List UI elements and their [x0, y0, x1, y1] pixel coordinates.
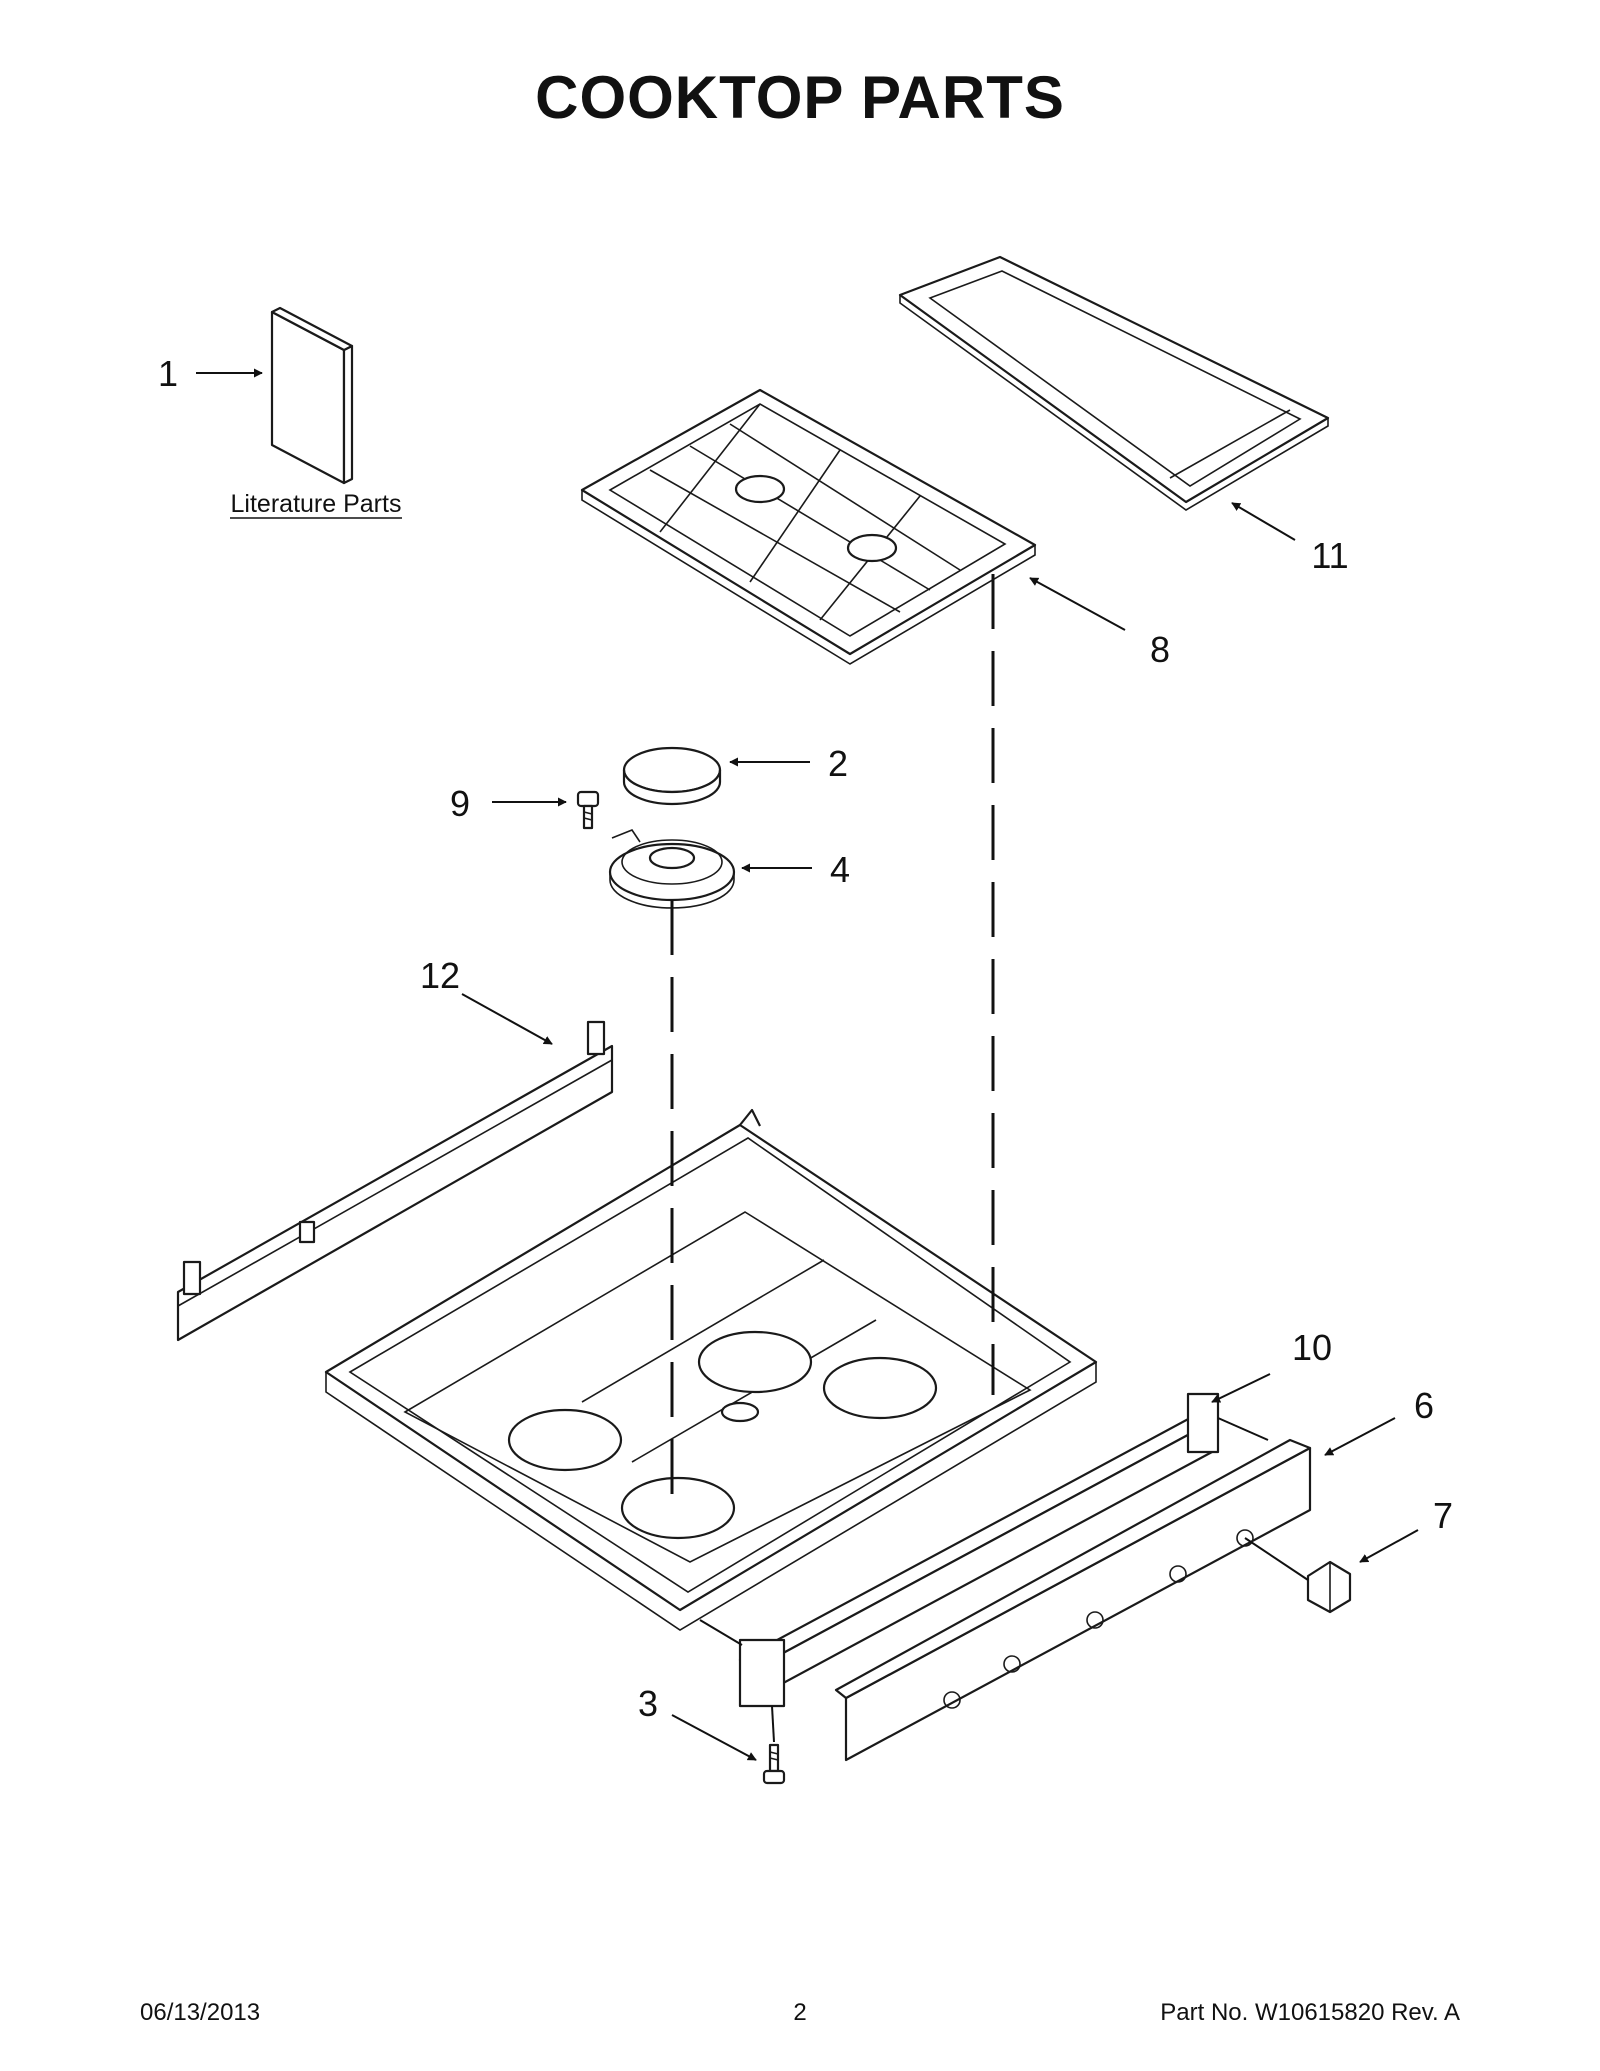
footer-date: 06/13/2013 [140, 1999, 260, 2026]
burner-cap-part [622, 746, 722, 806]
knob-alignment-line [1244, 1537, 1309, 1581]
bracket-alignment-line [699, 1619, 743, 1646]
cooktop-main-part [324, 1108, 1098, 1631]
leader-line-3 [671, 1714, 757, 1761]
leader-line-10 [1211, 1373, 1271, 1403]
literature-booklet-part [270, 306, 354, 485]
leader-line-7 [1359, 1529, 1419, 1563]
footer-part-number: Part No. W10615820 Rev. A [1160, 1999, 1460, 2026]
page-title: COOKTOP PARTS [535, 64, 1065, 131]
leader-line-12 [461, 993, 553, 1045]
footer-page-number: 2 [793, 1999, 806, 2026]
callout-11: 11 [1311, 535, 1348, 576]
callout-2: 2 [828, 743, 848, 784]
callout-4: 4 [830, 849, 850, 890]
griddle-part [898, 255, 1330, 511]
callout-9: 9 [450, 783, 470, 824]
callout-7: 7 [1433, 1495, 1453, 1536]
leader-line-6 [1324, 1417, 1396, 1456]
leader-line-11 [1231, 502, 1296, 541]
burner-grate-part [580, 388, 1037, 665]
bracket10-alignment-line [1217, 1417, 1269, 1441]
burner-screw-part [576, 790, 600, 830]
callout-10: 10 [1292, 1327, 1332, 1368]
leader-line-8 [1029, 577, 1126, 631]
callout-12: 12 [420, 955, 460, 996]
literature-parts-label: Literature Parts [231, 490, 402, 518]
callout-8: 8 [1150, 629, 1170, 670]
control-knob-part [1306, 1560, 1352, 1614]
callout-6: 6 [1414, 1385, 1434, 1426]
burner-base-part [608, 829, 736, 909]
screw-alignment-line [771, 1705, 775, 1743]
bracket-screw-part [762, 1743, 786, 1785]
manifold-bracket-part [738, 1392, 1312, 1762]
callout-1: 1 [158, 353, 178, 394]
rear-rail-part [176, 1020, 614, 1342]
callout-3: 3 [638, 1683, 658, 1724]
